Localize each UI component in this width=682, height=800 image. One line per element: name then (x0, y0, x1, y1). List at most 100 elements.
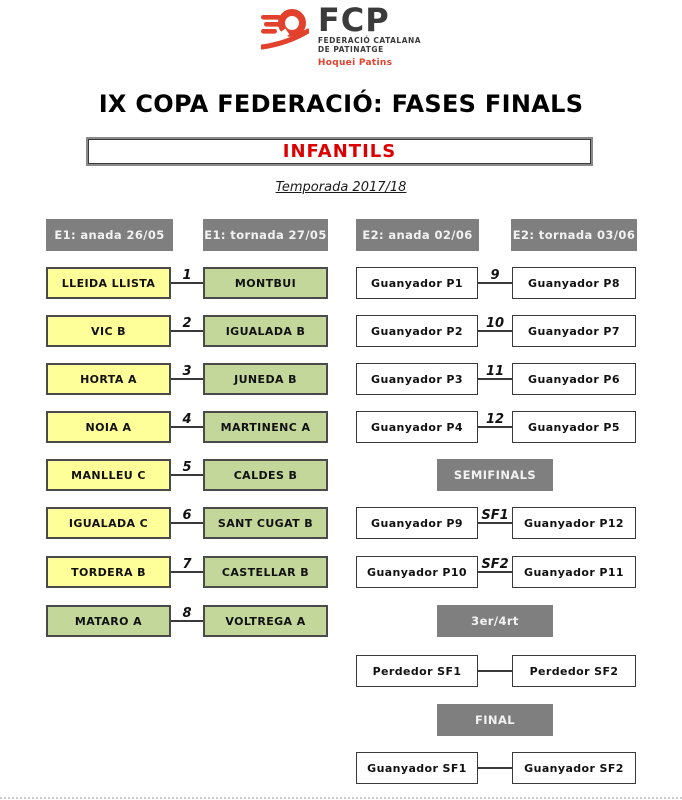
logo-tagline: Hoquei Patins (317, 58, 393, 68)
match-row-10: Guanyador P2 10 Guanyador P7 (356, 315, 636, 347)
match-number: 4 (182, 412, 192, 427)
team-name: Guanyador P10 (367, 565, 467, 579)
connector-line (478, 378, 512, 380)
connector-line (478, 522, 512, 524)
team-box-home: NOIA A (46, 411, 171, 443)
team-name: SANT CUGAT B (217, 516, 314, 530)
team-box-home: Guanyador SF1 (356, 752, 478, 784)
team-name: JUNEDA B (234, 372, 297, 386)
match-number: 2 (182, 316, 192, 331)
match-number: 8 (182, 606, 192, 621)
connector-line (171, 378, 203, 380)
match-number: 10 (485, 316, 505, 331)
match-number: 9 (490, 268, 500, 283)
season-label: Temporada 2017/18 (275, 180, 407, 195)
team-name: Guanyador P1 (371, 276, 463, 290)
match-row-9: Guanyador P1 9 Guanyador P8 (356, 267, 636, 299)
team-name: Guanyador P8 (528, 276, 620, 290)
team-name: Guanyador P6 (528, 372, 620, 386)
match-row-5: MANLLEU C 5 CALDES B (46, 459, 328, 491)
team-name: IGUALADA B (225, 324, 306, 338)
team-box-away: IGUALADA B (203, 315, 328, 347)
connector-line (478, 571, 512, 573)
connector-line (478, 330, 512, 332)
connector-line (171, 522, 203, 524)
match-row-12: Guanyador P4 12 Guanyador P5 (356, 411, 636, 443)
connector-line (478, 767, 512, 769)
team-box-home: HORTA A (46, 363, 171, 395)
match-row-sf1: Guanyador P9 SF1 Guanyador P12 (356, 507, 636, 539)
team-box-away: JUNEDA B (203, 363, 328, 395)
team-name: IGUALADA C (68, 516, 149, 530)
connector-line (478, 670, 512, 672)
team-name: MARTINENC A (220, 420, 311, 434)
round-header-e2-anada: E2: anada 02/06 (356, 219, 479, 251)
connector-line (171, 426, 203, 428)
logo-line2: DE PATINATGE (317, 45, 384, 54)
third-place-header: 3er/4rt (437, 605, 553, 637)
connector-line (171, 330, 203, 332)
connector-line (171, 282, 203, 284)
team-name: TORDERA B (71, 565, 146, 579)
page-cut-dotted-line (0, 797, 682, 799)
match-row-7: TORDERA B 7 CASTELLAR B (46, 556, 328, 588)
team-box-home: Guanyador P10 (356, 556, 478, 588)
round-header-e2-tornada: E2: tornada 03/06 (511, 219, 637, 251)
match-number: 12 (485, 412, 505, 427)
team-box-away: Guanyador P6 (512, 363, 636, 395)
team-box-home: MANLLEU C (46, 459, 171, 491)
team-name: Guanyador P7 (528, 324, 620, 338)
team-name: Guanyador P3 (371, 372, 463, 386)
team-name: CALDES B (233, 468, 298, 482)
team-box-home: TORDERA B (46, 556, 171, 588)
connector-line (171, 571, 203, 573)
match-row-third-place: Perdedor SF1 Perdedor SF2 (356, 655, 636, 687)
team-box-home: Guanyador P3 (356, 363, 478, 395)
team-box-home: Guanyador P4 (356, 411, 478, 443)
match-number: 7 (182, 557, 192, 572)
team-box-home: Perdedor SF1 (356, 655, 478, 687)
match-number: SF1 (481, 508, 509, 523)
team-box-away: SANT CUGAT B (203, 507, 328, 539)
match-row-11: Guanyador P3 11 Guanyador P6 (356, 363, 636, 395)
team-name: Guanyador P2 (371, 324, 463, 338)
match-number: 11 (485, 364, 505, 379)
match-row-6: IGUALADA C 6 SANT CUGAT B (46, 507, 328, 539)
team-box-away: VOLTREGA A (203, 605, 328, 637)
team-name: LLEIDA LLISTA (61, 276, 156, 290)
category-label: INFANTILS (282, 141, 397, 162)
team-box-away: MONTBUI (203, 267, 328, 299)
team-name: Guanyador P4 (371, 420, 463, 434)
team-box-home: Guanyador P1 (356, 267, 478, 299)
team-name: Guanyador P12 (524, 516, 624, 530)
category-box: INFANTILS (88, 139, 591, 164)
team-box-away: Guanyador P12 (512, 507, 636, 539)
match-number: 6 (182, 508, 192, 523)
team-box-away: CASTELLAR B (203, 556, 328, 588)
connector-line (478, 282, 512, 284)
match-row-final: Guanyador SF1 Guanyador SF2 (356, 752, 636, 784)
logo-acronym: FCP (317, 1, 390, 39)
connector-line (171, 474, 203, 476)
team-box-away: MARTINENC A (203, 411, 328, 443)
logo-line1: FEDERACIÓ CATALANA (317, 36, 422, 45)
team-name: Guanyador P11 (524, 565, 624, 579)
page-title: IX COPA FEDERACIÓ: FASES FINALS (98, 90, 584, 118)
team-name: VOLTREGA A (225, 614, 306, 628)
team-name: Perdedor SF2 (529, 664, 619, 678)
match-row-4: NOIA A 4 MARTINENC A (46, 411, 328, 443)
team-name: Guanyador P5 (528, 420, 620, 434)
team-box-home: Guanyador P2 (356, 315, 478, 347)
team-box-away: Perdedor SF2 (512, 655, 636, 687)
connector-line (171, 620, 203, 622)
match-row-sf2: Guanyador P10 SF2 Guanyador P11 (356, 556, 636, 588)
team-name: MONTBUI (234, 276, 297, 290)
team-name: CASTELLAR B (221, 565, 310, 579)
team-box-home: Guanyador P9 (356, 507, 478, 539)
team-box-home: VIC B (46, 315, 171, 347)
match-row-8: MATARO A 8 VOLTREGA A (46, 605, 328, 637)
team-name: MATARO A (74, 614, 143, 628)
team-name: MANLLEU C (71, 468, 146, 482)
team-box-home: IGUALADA C (46, 507, 171, 539)
